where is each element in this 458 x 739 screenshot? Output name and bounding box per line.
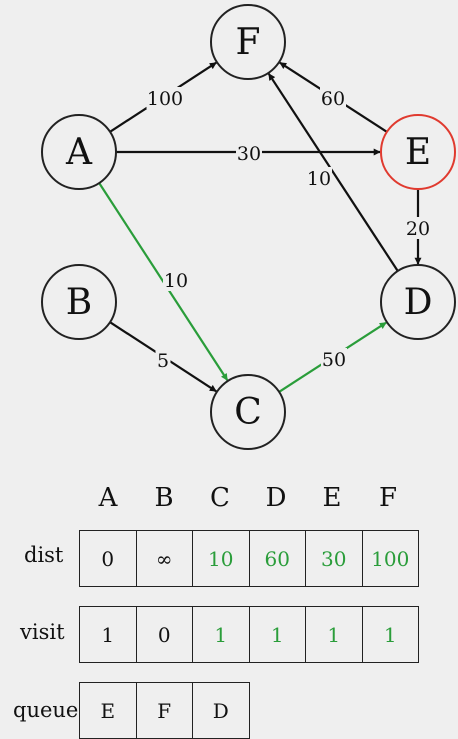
node-label-c: C <box>234 392 262 433</box>
edge-label-background <box>146 87 184 109</box>
node-label-b: B <box>66 282 92 323</box>
edge-label-background <box>405 217 431 239</box>
dist-row: 0 ∞ 10 60 30 100 <box>79 530 419 587</box>
queue-cell: D <box>193 683 250 738</box>
edge-weight-label: 10 <box>164 270 188 292</box>
node-a <box>41 114 117 190</box>
queue-cell: E <box>80 683 137 738</box>
column-header: E <box>322 483 342 513</box>
edge-weight-label: 60 <box>321 88 345 110</box>
visit-cell-c: 1 <box>193 607 250 662</box>
dist-cell-d: 60 <box>250 531 306 586</box>
graph-diagram: A B C D E F 100 30 10 5 50 10 60 20 <box>41 4 456 450</box>
edge-weight-label: 5 <box>157 350 169 372</box>
edge-weight-label: 30 <box>237 143 261 165</box>
edge-weight-label: 10 <box>307 168 331 190</box>
visit-cell-f: 1 <box>363 607 419 662</box>
queue-row-label: queue <box>13 698 79 722</box>
dist-row-label: dist <box>24 543 64 567</box>
node-e <box>380 114 456 190</box>
visit-cell-b: 0 <box>137 607 193 662</box>
column-header: B <box>154 483 174 513</box>
edge-weight-label: 20 <box>406 218 430 240</box>
edge-label-background <box>163 269 189 291</box>
column-header: A <box>98 483 118 513</box>
node-label-d: D <box>404 282 433 323</box>
column-header: D <box>265 483 287 513</box>
node-label-e: E <box>405 132 431 173</box>
edge-label-background <box>321 348 347 370</box>
edge-label-background <box>306 167 332 189</box>
visit-cell-e: 1 <box>306 607 363 662</box>
edge-label-background <box>236 142 262 164</box>
edge-weight-label: 50 <box>322 349 346 371</box>
node-b <box>41 264 117 340</box>
edge-weight-label: 100 <box>147 88 183 110</box>
queue-cell: F <box>137 683 193 738</box>
queue-row: E F D <box>79 682 250 739</box>
visit-cell-a: 1 <box>80 607 137 662</box>
dist-cell-e: 30 <box>306 531 363 586</box>
dist-cell-f: 100 <box>363 531 419 586</box>
node-f <box>210 4 286 80</box>
visit-row: 1 0 1 1 1 1 <box>79 606 419 663</box>
edge-d-f <box>267 73 399 272</box>
edge-label-background <box>320 87 346 109</box>
dist-cell-b: ∞ <box>137 531 193 586</box>
column-header: C <box>210 483 230 513</box>
node-label-f: F <box>236 22 261 63</box>
table-column-headers: A B C D E F <box>80 480 420 516</box>
node-c <box>210 374 286 450</box>
dist-cell-a: 0 <box>80 531 137 586</box>
visit-row-label: visit <box>20 620 65 644</box>
edge-label-background <box>155 349 171 371</box>
node-label-a: A <box>65 132 93 173</box>
visit-cell-d: 1 <box>250 607 306 662</box>
dist-cell-c: 10 <box>193 531 250 586</box>
node-d <box>380 264 456 340</box>
column-header: F <box>378 483 398 513</box>
